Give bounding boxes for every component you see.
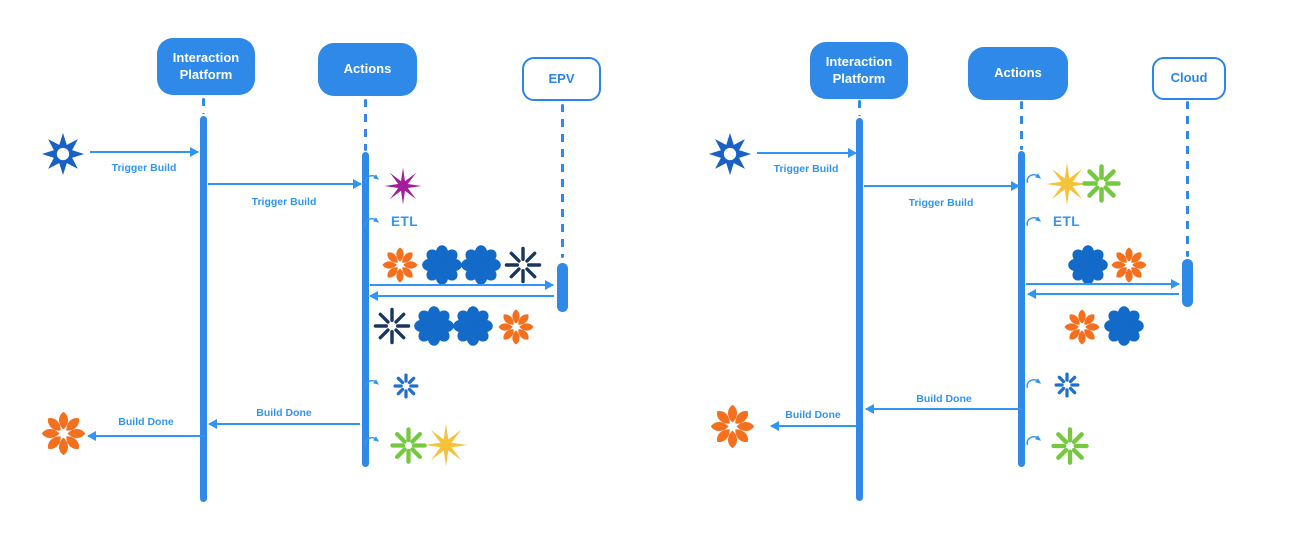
self-call-arrow-icon xyxy=(363,435,382,450)
message-arrow-from-cloud xyxy=(1028,293,1179,295)
petal-asterisk-icon-orange xyxy=(381,246,419,284)
lifeline-interaction-platform xyxy=(858,100,861,116)
message-arrow-trigger-build-1 xyxy=(90,151,198,153)
self-call-arrow-icon xyxy=(363,378,382,393)
message-arrow-build-done-1 xyxy=(209,423,360,425)
user-burst-icon xyxy=(708,132,752,176)
message-label-trigger-build-1: Trigger Build xyxy=(111,162,177,174)
self-call-arrow-icon xyxy=(363,173,382,188)
participant-label: Actions xyxy=(343,61,392,77)
participant-epv: EPV xyxy=(522,57,601,101)
flower-icon-blue xyxy=(422,245,462,285)
participant-cloud: Cloud xyxy=(1152,57,1226,100)
message-arrow-from-epv xyxy=(370,295,554,297)
flower-icon-blue xyxy=(453,306,493,346)
participant-label: Actions xyxy=(994,65,1042,81)
message-label-build-done-1: Build Done xyxy=(256,407,312,419)
self-call-arrow-icon xyxy=(1025,434,1044,449)
message-label-trigger-build-2: Trigger Build xyxy=(908,197,974,209)
spinner-icon-blue xyxy=(1052,370,1082,400)
lifeline-epv xyxy=(561,104,564,258)
spoke-asterisk-icon-green xyxy=(390,427,427,464)
message-label-trigger-build-1: Trigger Build xyxy=(773,163,839,175)
flower-icon-blue xyxy=(461,245,501,285)
message-arrow-trigger-build-2 xyxy=(208,183,361,185)
spoke-asterisk-icon-navy xyxy=(373,307,411,345)
flower-icon-blue xyxy=(414,306,454,346)
message-label-build-done-1: Build Done xyxy=(916,393,972,405)
participant-actions: Actions xyxy=(318,43,417,96)
self-call-arrow-icon xyxy=(1025,215,1044,230)
flower-icon-blue xyxy=(1068,245,1108,285)
message-arrow-to-epv xyxy=(370,284,553,286)
activation-cloud xyxy=(1182,259,1193,307)
spoke-asterisk-icon-green xyxy=(1051,427,1089,465)
message-arrow-trigger-build-1 xyxy=(757,152,856,154)
self-call-arrow-icon xyxy=(1025,172,1044,187)
lifeline-cloud xyxy=(1186,101,1189,257)
participant-actions: Actions xyxy=(968,47,1068,100)
petal-asterisk-icon-orange xyxy=(1110,246,1148,284)
self-call-arrow-icon xyxy=(1025,377,1044,392)
participant-label: EPV xyxy=(548,70,575,86)
lifeline-actions xyxy=(1020,101,1023,150)
result-flower-icon-orange xyxy=(709,403,756,450)
star-icon-yellow xyxy=(424,423,468,467)
lifeline-interaction-platform xyxy=(202,98,205,114)
message-arrow-trigger-build-2 xyxy=(864,185,1019,187)
participant-interaction-platform: Interaction Platform xyxy=(157,38,255,95)
spoke-asterisk-icon-green xyxy=(1082,164,1121,203)
self-call-arrow-icon xyxy=(363,216,382,231)
spinner-icon-blue xyxy=(391,371,421,401)
petal-asterisk-icon-orange xyxy=(497,308,535,346)
etl-label: ETL xyxy=(391,214,418,229)
participant-interaction-platform: Interaction Platform xyxy=(810,42,908,99)
participant-label: Interaction Platform xyxy=(825,53,893,86)
message-label-trigger-build-2: Trigger Build xyxy=(251,196,317,208)
lifeline-actions xyxy=(364,99,367,151)
petal-asterisk-icon-orange xyxy=(1063,308,1101,346)
message-arrow-build-done-2 xyxy=(771,425,857,427)
activation-interaction-platform xyxy=(856,118,863,501)
activation-interaction-platform xyxy=(200,116,207,502)
activation-actions xyxy=(1018,151,1025,467)
activation-actions xyxy=(362,152,369,467)
message-arrow-build-done-1 xyxy=(866,408,1022,410)
message-label-build-done-2: Build Done xyxy=(118,416,174,428)
activation-epv xyxy=(557,263,568,312)
flower-icon-blue xyxy=(1104,306,1144,346)
message-label-build-done-2: Build Done xyxy=(785,409,841,421)
message-arrow-to-cloud xyxy=(1026,283,1179,285)
participant-label: Interaction Platform xyxy=(172,49,240,82)
star-icon-magenta xyxy=(384,167,422,205)
user-burst-icon xyxy=(41,132,85,176)
message-arrow-build-done-2 xyxy=(88,435,205,437)
participant-label: Cloud xyxy=(1170,70,1208,86)
result-flower-icon-orange xyxy=(40,410,87,457)
spoke-asterisk-icon-navy xyxy=(504,246,542,284)
etl-label: ETL xyxy=(1053,214,1080,229)
